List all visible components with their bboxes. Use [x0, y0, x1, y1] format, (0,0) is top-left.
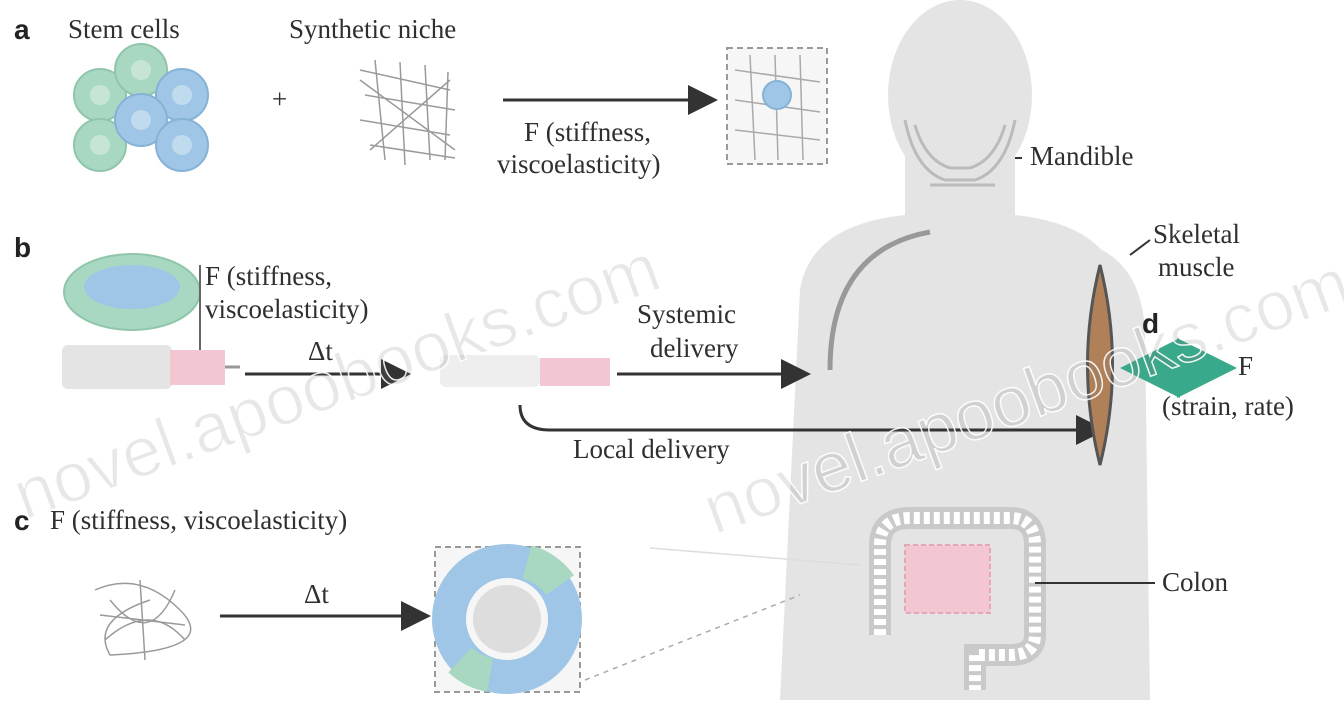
plus-sign: +	[272, 85, 287, 113]
force-b-line1: F (stiffness,	[205, 262, 332, 290]
force-a-line1: F (stiffness,	[524, 118, 651, 146]
muscle-leader	[1130, 240, 1150, 255]
panel-label-c: c	[14, 505, 30, 537]
scaffold-tangle	[95, 580, 191, 660]
syringe-b-right	[440, 355, 610, 387]
force-d-line2: (strain, rate)	[1162, 392, 1294, 420]
syringe-b	[62, 345, 240, 389]
skeletal-line2: muscle	[1158, 253, 1234, 281]
systemic-line1: Systemic	[637, 300, 736, 328]
local-delivery-label: Local delivery	[573, 435, 730, 463]
skeletal-line1: Skeletal	[1153, 220, 1240, 248]
delta-t-b: Δt	[308, 337, 333, 365]
delta-t-c: Δt	[304, 580, 329, 608]
organoid-leader	[585, 595, 800, 680]
force-b-line2: viscoelasticity)	[205, 295, 368, 323]
synthetic-niche-label: Synthetic niche	[289, 15, 456, 43]
stem-cells-label: Stem cells	[68, 15, 180, 43]
force-c-label: F (stiffness, viscoelasticity)	[50, 506, 347, 534]
force-a-line2: viscoelasticity)	[497, 150, 660, 178]
organoid-box	[435, 547, 580, 692]
force-d-line1: F	[1238, 352, 1253, 380]
stem-cells-cluster	[74, 44, 208, 171]
mandible-label: Mandible	[1030, 142, 1133, 170]
panel-label-b: b	[14, 232, 31, 264]
synthetic-niche-mesh	[360, 60, 455, 165]
colon-label: Colon	[1162, 568, 1228, 596]
systemic-line2: delivery	[650, 334, 738, 362]
panel-label-d: d	[1142, 308, 1159, 340]
capsule-ellipse	[64, 254, 200, 330]
panel-label-a: a	[14, 14, 30, 46]
encapsulated-cell-box	[727, 48, 827, 164]
